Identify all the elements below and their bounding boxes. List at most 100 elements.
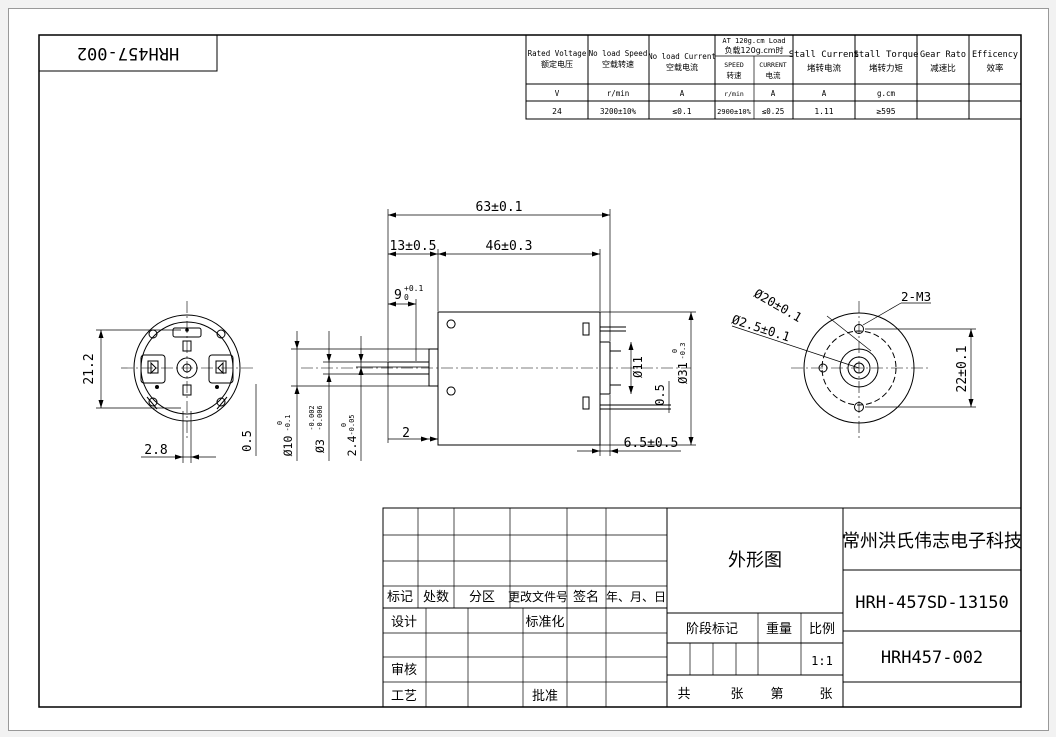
label-process: 工艺 xyxy=(391,689,417,704)
hdr-load-current-cn: 电流 xyxy=(766,70,781,80)
rev-header-sign: 签名 xyxy=(573,589,599,605)
unit-no-load-current: A xyxy=(680,89,685,98)
motor-body xyxy=(437,311,601,446)
dim-flat-height: 2.4 xyxy=(345,436,359,457)
dim-terminal-thickness: 0.5 xyxy=(653,384,667,406)
code-stamp-text: HRH457-002 xyxy=(77,43,179,63)
terminal-left xyxy=(140,354,166,384)
sheet-no-prefix: 第 xyxy=(770,687,783,702)
hdr-load-speed-cn: 转速 xyxy=(727,70,742,80)
dim-shaft-length-tol-upper: +0.1 xyxy=(404,284,423,293)
label-weight: 重量 xyxy=(766,621,792,637)
val-load-current: ≤0.25 xyxy=(762,107,785,116)
label-standardize: 标准化 xyxy=(525,615,564,630)
rev-header-mark: 标记 xyxy=(387,590,413,605)
dim-screw-holes: 2-M3 xyxy=(901,289,931,304)
dim-body-dia: Ø31 xyxy=(676,362,690,384)
dim-body-dia-tol-upper: 0 xyxy=(671,349,679,353)
hdr-load-current-en: CURRENT xyxy=(759,61,786,69)
sheets-unit-1: 张 xyxy=(730,687,743,702)
hdr-load-speed-en: SPEED xyxy=(724,61,744,69)
dim-overall-length: 63±0.1 xyxy=(476,200,523,215)
hdr-efficiency-en: Efficency xyxy=(972,50,1018,60)
val-stall-current: 1.11 xyxy=(814,107,833,116)
motor-outline-drawing: HRH457-002 Rated Voltage 额定电压 No load Sp… xyxy=(38,34,1022,708)
vent-hole xyxy=(818,363,828,373)
drawing-sheet: HRH457-002 Rated Voltage 额定电压 No load Sp… xyxy=(8,8,1049,731)
spec-table: Rated Voltage 额定电压 No load Speed 空载转速 No… xyxy=(525,34,1022,120)
title-block: 标记 处数 分区 更改文件号 签名 年、月、日 设计 标准化 审核 工艺 批准 … xyxy=(382,507,1022,708)
dim-boss-offset: 2 xyxy=(402,426,410,441)
dim-rear-boss-dia: Ø11 xyxy=(631,356,645,378)
unit-stall-current: A xyxy=(822,89,827,98)
screw-hole-top xyxy=(854,324,864,334)
rev-header-file: 更改文件号 xyxy=(508,589,568,604)
dim-flat-height-tol-upper: 0 xyxy=(340,423,348,427)
hdr-rated-voltage-en: Rated Voltage xyxy=(528,49,587,58)
hdr-no-load-speed-en: No load Speed xyxy=(589,49,648,58)
hdr-rated-voltage-cn: 额定电压 xyxy=(541,59,573,69)
label-review: 审核 xyxy=(391,663,417,678)
val-load-speed: 2900±10% xyxy=(717,108,752,116)
hdr-efficiency-cn: 效率 xyxy=(986,63,1004,74)
dim-terminal-length: 6.5±0.5 xyxy=(624,436,679,451)
unit-stall-torque: g.cm xyxy=(877,89,896,98)
label-approve: 批准 xyxy=(532,689,558,704)
sheets-unit-2: 张 xyxy=(819,687,832,702)
val-no-load-current: ≤0.1 xyxy=(672,107,691,116)
val-no-load-speed: 3200±10% xyxy=(600,107,637,116)
unit-load-speed: r/min xyxy=(724,90,744,98)
val-rated-voltage: 24 xyxy=(552,107,562,116)
rear-end-view: 21.2 2.8 0.5 xyxy=(82,301,257,463)
drawing-number: HRH457-002 xyxy=(881,648,983,668)
dim-rear-terminal-thickness: 0.5 xyxy=(240,430,254,452)
hdr-stall-current-en: Stall Current xyxy=(789,50,859,60)
dim-body-dia-tol-lower: -0.3 xyxy=(679,343,687,360)
hdr-load-en: AT 120g.cm Load xyxy=(722,37,785,45)
dim-terminal-width: 2.8 xyxy=(144,443,167,458)
side-view: 63±0.1 13±0.5 46±0.3 9 +0.1 0 2 Ø10 0 -0… xyxy=(276,200,696,461)
val-stall-torque: ≥595 xyxy=(876,107,895,116)
label-design: 设计 xyxy=(391,615,417,630)
hdr-stall-current-cn: 堵转电流 xyxy=(807,63,842,74)
drawing-title: 外形图 xyxy=(728,550,782,571)
sheets-total-prefix: 共 xyxy=(677,687,690,702)
dim-bearing-dia: Ø10 xyxy=(281,436,295,457)
shaft xyxy=(387,361,430,375)
dim-shaft-length: 9 xyxy=(394,288,402,303)
rev-header-zone: 分区 xyxy=(469,590,495,605)
label-scale: 比例 xyxy=(809,622,835,637)
dim-rear-height: 21.2 xyxy=(82,353,97,384)
dim-flat-height-tol-lower: -0.05 xyxy=(348,414,356,435)
hdr-no-load-current-en: No load Current xyxy=(648,52,716,61)
scale-value: 1:1 xyxy=(811,654,833,668)
hdr-no-load-current-cn: 空载电流 xyxy=(666,62,698,72)
dim-shaft-dia-tol-lower: -0.006 xyxy=(316,405,324,430)
rev-header-count: 处数 xyxy=(423,590,449,605)
hdr-gear-ratio-cn: 减速比 xyxy=(930,63,956,74)
dim-body-length: 46±0.3 xyxy=(486,239,533,254)
dim-shaft-dia-tol-upper: -0.002 xyxy=(308,405,316,430)
label-stage: 阶段标记 xyxy=(686,622,738,637)
dim-hole-spacing: 22±0.1 xyxy=(955,346,970,393)
unit-load-current: A xyxy=(771,89,776,98)
hdr-gear-ratio-en: Gear Rato xyxy=(920,50,966,60)
dim-shaft-length-tol-lower: 0 xyxy=(404,293,409,302)
hdr-stall-torque-cn: 堵转力矩 xyxy=(869,63,904,74)
terminal-right xyxy=(208,354,234,384)
part-number: HRH-457SD-13150 xyxy=(855,593,1009,613)
code-stamp: HRH457-002 xyxy=(38,34,218,72)
dim-front-length: 13±0.5 xyxy=(390,239,437,254)
unit-rated-voltage: V xyxy=(555,89,560,98)
unit-no-load-speed: r/min xyxy=(607,89,630,98)
company-name: 常州洪氏伟志电子科技 xyxy=(842,531,1022,552)
dim-bearing-dia-tol-lower: -0.1 xyxy=(284,415,292,432)
front-end-view: Ø20±0.1 Ø2.5±0.1 2-M3 22±0.1 xyxy=(730,286,976,441)
screw-hole-bottom xyxy=(854,402,864,412)
dim-bearing-dia-tol-upper: 0 xyxy=(276,421,284,425)
hdr-no-load-speed-cn: 空载转速 xyxy=(602,59,634,69)
front-bearing-boss xyxy=(428,348,439,387)
hdr-load-cn: 负载120g.cm时 xyxy=(724,45,783,55)
hdr-stall-torque-en: Stall Torque xyxy=(853,50,918,60)
rev-header-date: 年、月、日 xyxy=(606,590,666,604)
